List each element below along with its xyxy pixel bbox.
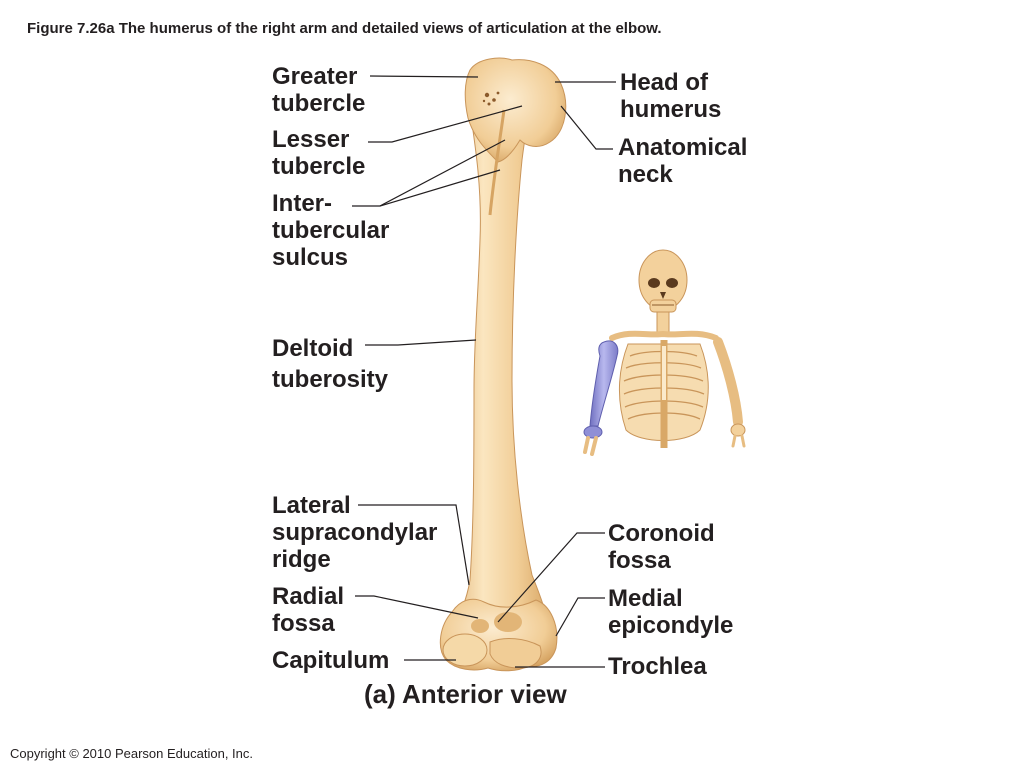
tubercle-texture <box>482 99 486 103</box>
label-greater-tubercle: Greater tubercle <box>272 63 366 117</box>
label-deltoid-tuberosity: Deltoid tuberosity <box>272 335 389 393</box>
leader-lines <box>352 75 616 668</box>
leader-lesser-tubercle <box>368 105 523 143</box>
label-radial-fossa: Radial fossa <box>272 583 345 637</box>
label-trochlea: Trochlea <box>608 653 707 680</box>
tubercle-texture <box>496 91 500 95</box>
right-elbow <box>730 423 746 437</box>
tubercle-texture <box>484 92 490 98</box>
leader-deltoid-tuberosity <box>365 339 477 346</box>
skeleton-inset <box>583 249 746 456</box>
label-lateral-supracondylar-ridge: Lateral supracondylar ridge <box>272 492 438 573</box>
intertubercular-groove <box>488 109 506 216</box>
leader-greater-tubercle <box>369 75 479 78</box>
capitulum-mark <box>442 633 488 667</box>
humerus-head <box>464 57 567 163</box>
view-label: (a) Anterior view <box>364 679 567 709</box>
skull-nose <box>660 292 666 299</box>
label-anatomical-neck: Anatomical neck <box>618 134 748 188</box>
tubercle-texture <box>492 98 496 102</box>
clavicles <box>609 330 719 341</box>
leader-intertubercular-sulcus-2 <box>379 169 501 207</box>
skull-jaw <box>649 299 677 313</box>
trochlea-mark <box>489 638 542 669</box>
copyright-notice: Copyright © 2010 Pearson Education, Inc. <box>10 746 254 761</box>
label-medial-epicondyle: Medial epicondyle <box>608 585 734 639</box>
leader-coronoid-fossa <box>497 532 605 623</box>
label-coronoid-fossa: Coronoid fossa <box>608 520 715 574</box>
label-capitulum: Capitulum <box>272 647 390 674</box>
leader-anatomical-neck <box>560 105 613 150</box>
skull-eye <box>666 278 678 288</box>
tubercle-texture <box>487 102 491 106</box>
label-intertubercular-sulcus: Inter- tubercular sulcus <box>272 190 390 271</box>
label-head-of-humerus: Head of humerus <box>620 69 722 123</box>
coronoid-fossa-mark <box>494 612 522 632</box>
right-forearm <box>731 434 746 448</box>
leader-medial-epicondyle <box>555 597 605 637</box>
highlighted-humerus-distal <box>583 425 603 439</box>
figure-caption: Figure 7.26a The humerus of the right ar… <box>27 20 662 37</box>
skull-eye <box>648 278 660 288</box>
right-upper-arm <box>713 337 743 427</box>
left-forearm <box>583 436 598 456</box>
humerus-bone <box>439 57 567 672</box>
label-lesser-tubercle: Lesser tubercle <box>272 126 366 180</box>
leader-lateral-supracondylar-ridge <box>358 504 470 586</box>
leader-radial-fossa <box>355 595 479 619</box>
cervical-spine <box>656 311 670 333</box>
radial-fossa-mark <box>471 619 489 633</box>
highlighted-humerus <box>589 340 619 427</box>
